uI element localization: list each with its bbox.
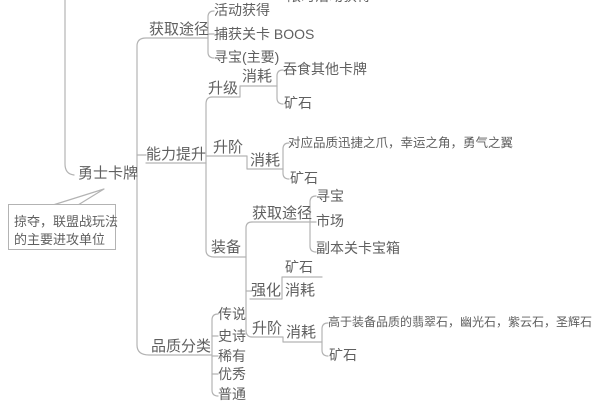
node-equip-acquire[interactable]: 获取途径 bbox=[252, 205, 313, 222]
leaf-ore-3[interactable]: 矿石 bbox=[285, 259, 313, 275]
leaf-epic[interactable]: 史诗 bbox=[218, 328, 246, 344]
ability-bracket bbox=[205, 96, 215, 258]
node-acquire-path[interactable]: 获取途径 bbox=[149, 21, 210, 38]
equip-rankup-bracket bbox=[321, 322, 329, 357]
leaf-legendary[interactable]: 传说 bbox=[218, 306, 246, 322]
leaf-capture-boss[interactable]: 捕获关卡 BOOS bbox=[214, 26, 315, 42]
node-equipment[interactable]: 装备 bbox=[211, 239, 242, 256]
leaf-ore-1[interactable]: 矿石 bbox=[284, 95, 312, 111]
upgrade-chain bbox=[211, 85, 278, 98]
upgrade-cost-bracket bbox=[276, 69, 284, 105]
leaf-ore-4[interactable]: 矿石 bbox=[329, 347, 357, 363]
node-quality-class[interactable]: 品质分类 bbox=[151, 338, 212, 355]
note-callout[interactable]: 掠夺，联盟战玩法 的主要进攻单位 bbox=[8, 204, 119, 250]
leaf-quality-claws[interactable]: 对应品质迅捷之爪，幸运之角，勇气之翼 bbox=[288, 136, 514, 150]
note-text-line1: 掠夺，联盟战玩法 bbox=[14, 214, 119, 229]
rankup-chain bbox=[205, 155, 284, 170]
node-equip-rankup[interactable]: 升阶 bbox=[252, 320, 283, 337]
rankup-cost-bracket bbox=[282, 142, 290, 180]
node-upgrade[interactable]: 升级 bbox=[208, 80, 239, 97]
equip-rankup-chain bbox=[251, 336, 323, 343]
leaf-dungeon-chest[interactable]: 副本关卡宝箱 bbox=[316, 240, 400, 256]
leaf-devour-cards[interactable]: 吞食其他卡牌 bbox=[283, 61, 367, 77]
note-pointer bbox=[52, 188, 105, 206]
root-incoming-line bbox=[64, 0, 75, 176]
node-rankup-cost[interactable]: 消耗 bbox=[250, 152, 281, 169]
leaf-common[interactable]: 普通 bbox=[218, 386, 246, 402]
leaf-activity-obtain[interactable]: 活动获得 bbox=[214, 2, 270, 18]
leaf-rare[interactable]: 稀有 bbox=[218, 348, 246, 364]
node-root[interactable]: 勇士卡牌 bbox=[78, 165, 139, 182]
node-rankup[interactable]: 升阶 bbox=[213, 139, 244, 156]
leaf-excellent[interactable]: 优秀 bbox=[218, 366, 246, 382]
equip-acquire-bracket bbox=[309, 195, 317, 253]
leaf-market[interactable]: 市场 bbox=[316, 213, 344, 229]
node-equip-rankup-cost[interactable]: 消耗 bbox=[286, 324, 317, 341]
quality-bracket bbox=[211, 313, 219, 397]
leaf-treasure[interactable]: 寻宝 bbox=[316, 188, 344, 204]
leaf-ore-2[interactable]: 矿石 bbox=[290, 170, 318, 186]
node-upgrade-cost[interactable]: 消耗 bbox=[242, 68, 273, 85]
equipment-bracket bbox=[245, 221, 253, 338]
note-text-line2: 的主要进攻单位 bbox=[14, 232, 106, 247]
leaf-gem-stones[interactable]: 高于装备品质的翡翠石，幽光石，紫云石，圣辉石 bbox=[328, 315, 593, 329]
enhance-chain bbox=[249, 276, 323, 300]
node-ability-boost[interactable]: 能力提升 bbox=[146, 146, 207, 163]
node-clipped-top[interactable]: 限时活动获得 bbox=[287, 0, 371, 4]
node-enhance-cost[interactable]: 消耗 bbox=[285, 282, 316, 299]
node-enhance[interactable]: 强化 bbox=[251, 282, 282, 299]
leaf-treasure-main[interactable]: 寻宝(主要) bbox=[214, 49, 280, 65]
root-children-bracket bbox=[136, 37, 213, 356]
